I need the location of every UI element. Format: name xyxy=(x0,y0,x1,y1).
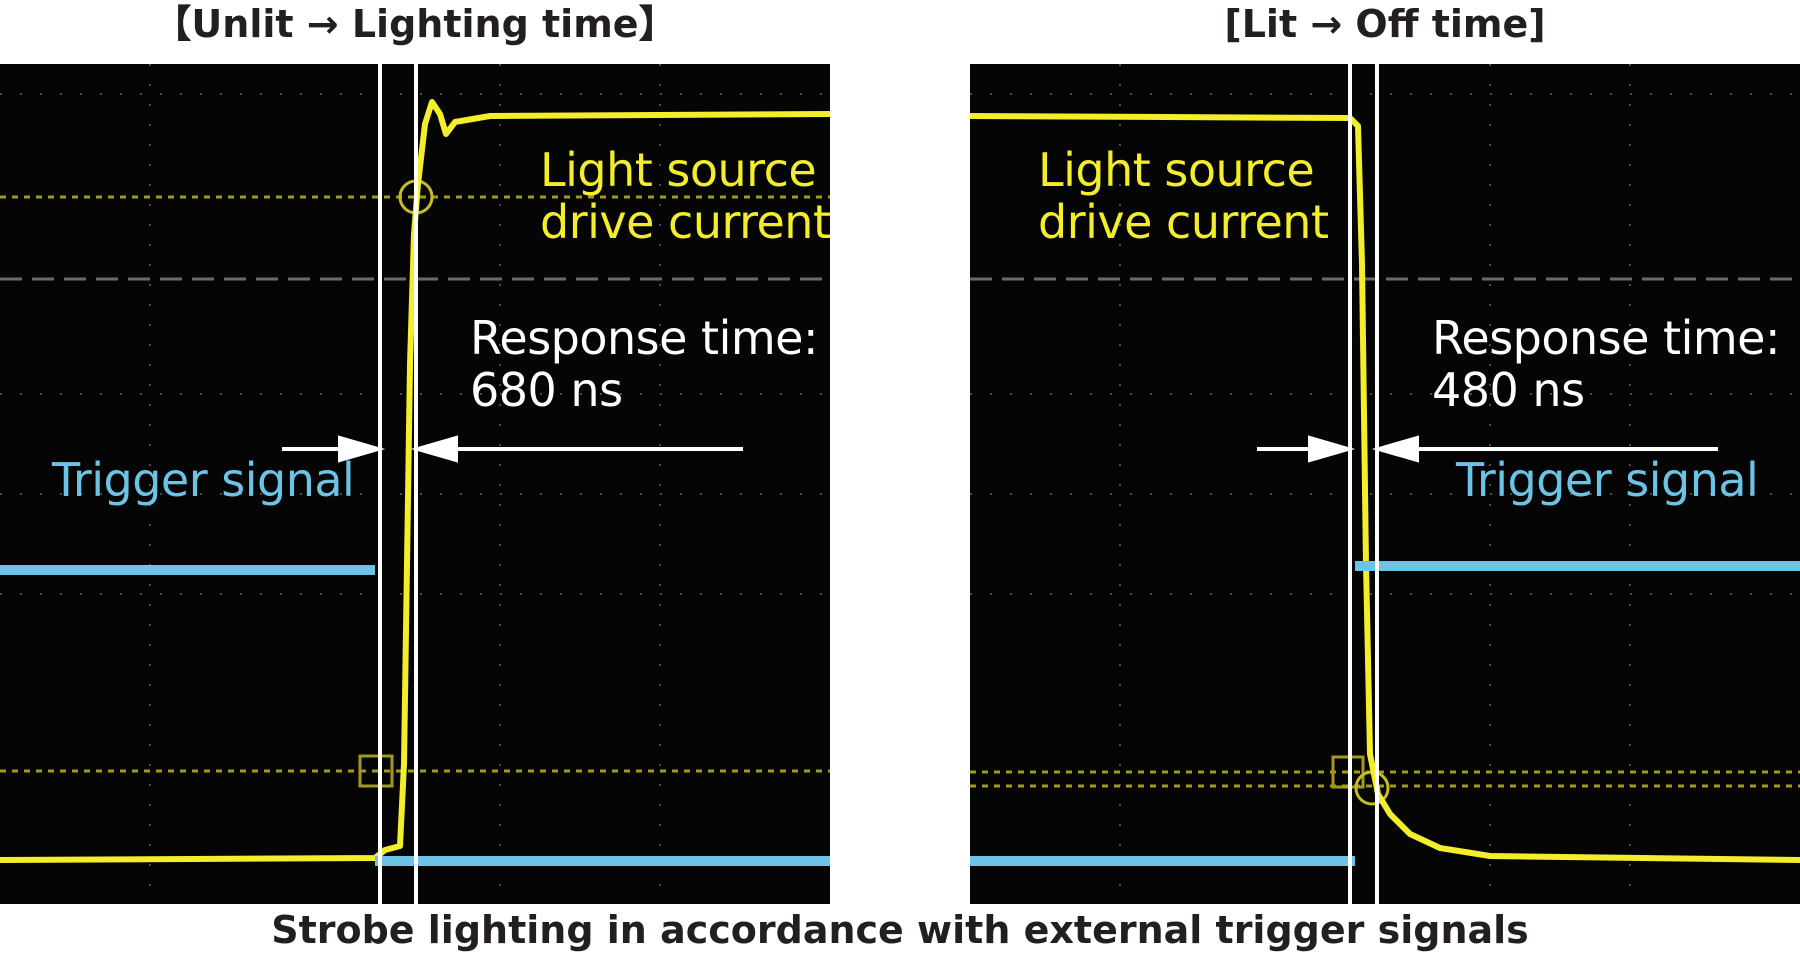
waveform-plot-left xyxy=(0,64,830,904)
trigger-signal-trace-right xyxy=(970,561,1800,866)
response-arrows-left xyxy=(282,435,743,463)
cursor-square-marker-left xyxy=(358,754,394,788)
panel-title-unlit-to-lighting: 【Unlit → Lighting time】 xyxy=(153,2,677,46)
drive-current-label-line2: drive current xyxy=(1038,195,1329,249)
response-time-value: 680 ns xyxy=(470,363,623,417)
panel-title-lit-to-off: [Lit → Off time] xyxy=(1224,2,1546,46)
grid-right xyxy=(970,64,1800,904)
waveform-plot-right xyxy=(970,64,1800,904)
response-time-label: Response time: xyxy=(470,311,818,365)
trigger-signal-label: Trigger signal xyxy=(52,453,355,507)
drive-current-label-line2: drive current xyxy=(540,195,830,249)
figure-caption: Strobe lighting in accordance with exter… xyxy=(271,908,1529,952)
drive-current-label-line1: Light source xyxy=(540,143,817,197)
grid-left xyxy=(0,64,830,904)
drive-current-trace-right xyxy=(970,113,1800,863)
oscilloscope-screen-left: Light source drive current Response time… xyxy=(0,64,830,904)
trigger-signal-label: Trigger signal xyxy=(1456,453,1759,507)
response-time-label: Response time: xyxy=(1432,311,1780,365)
trigger-signal-trace-left xyxy=(0,565,830,866)
response-time-value: 480 ns xyxy=(1432,363,1585,417)
response-arrows-right xyxy=(1257,435,1718,463)
drive-current-label-line1: Light source xyxy=(1038,143,1315,197)
oscilloscope-screen-right: Light source drive current Response time… xyxy=(970,64,1800,904)
